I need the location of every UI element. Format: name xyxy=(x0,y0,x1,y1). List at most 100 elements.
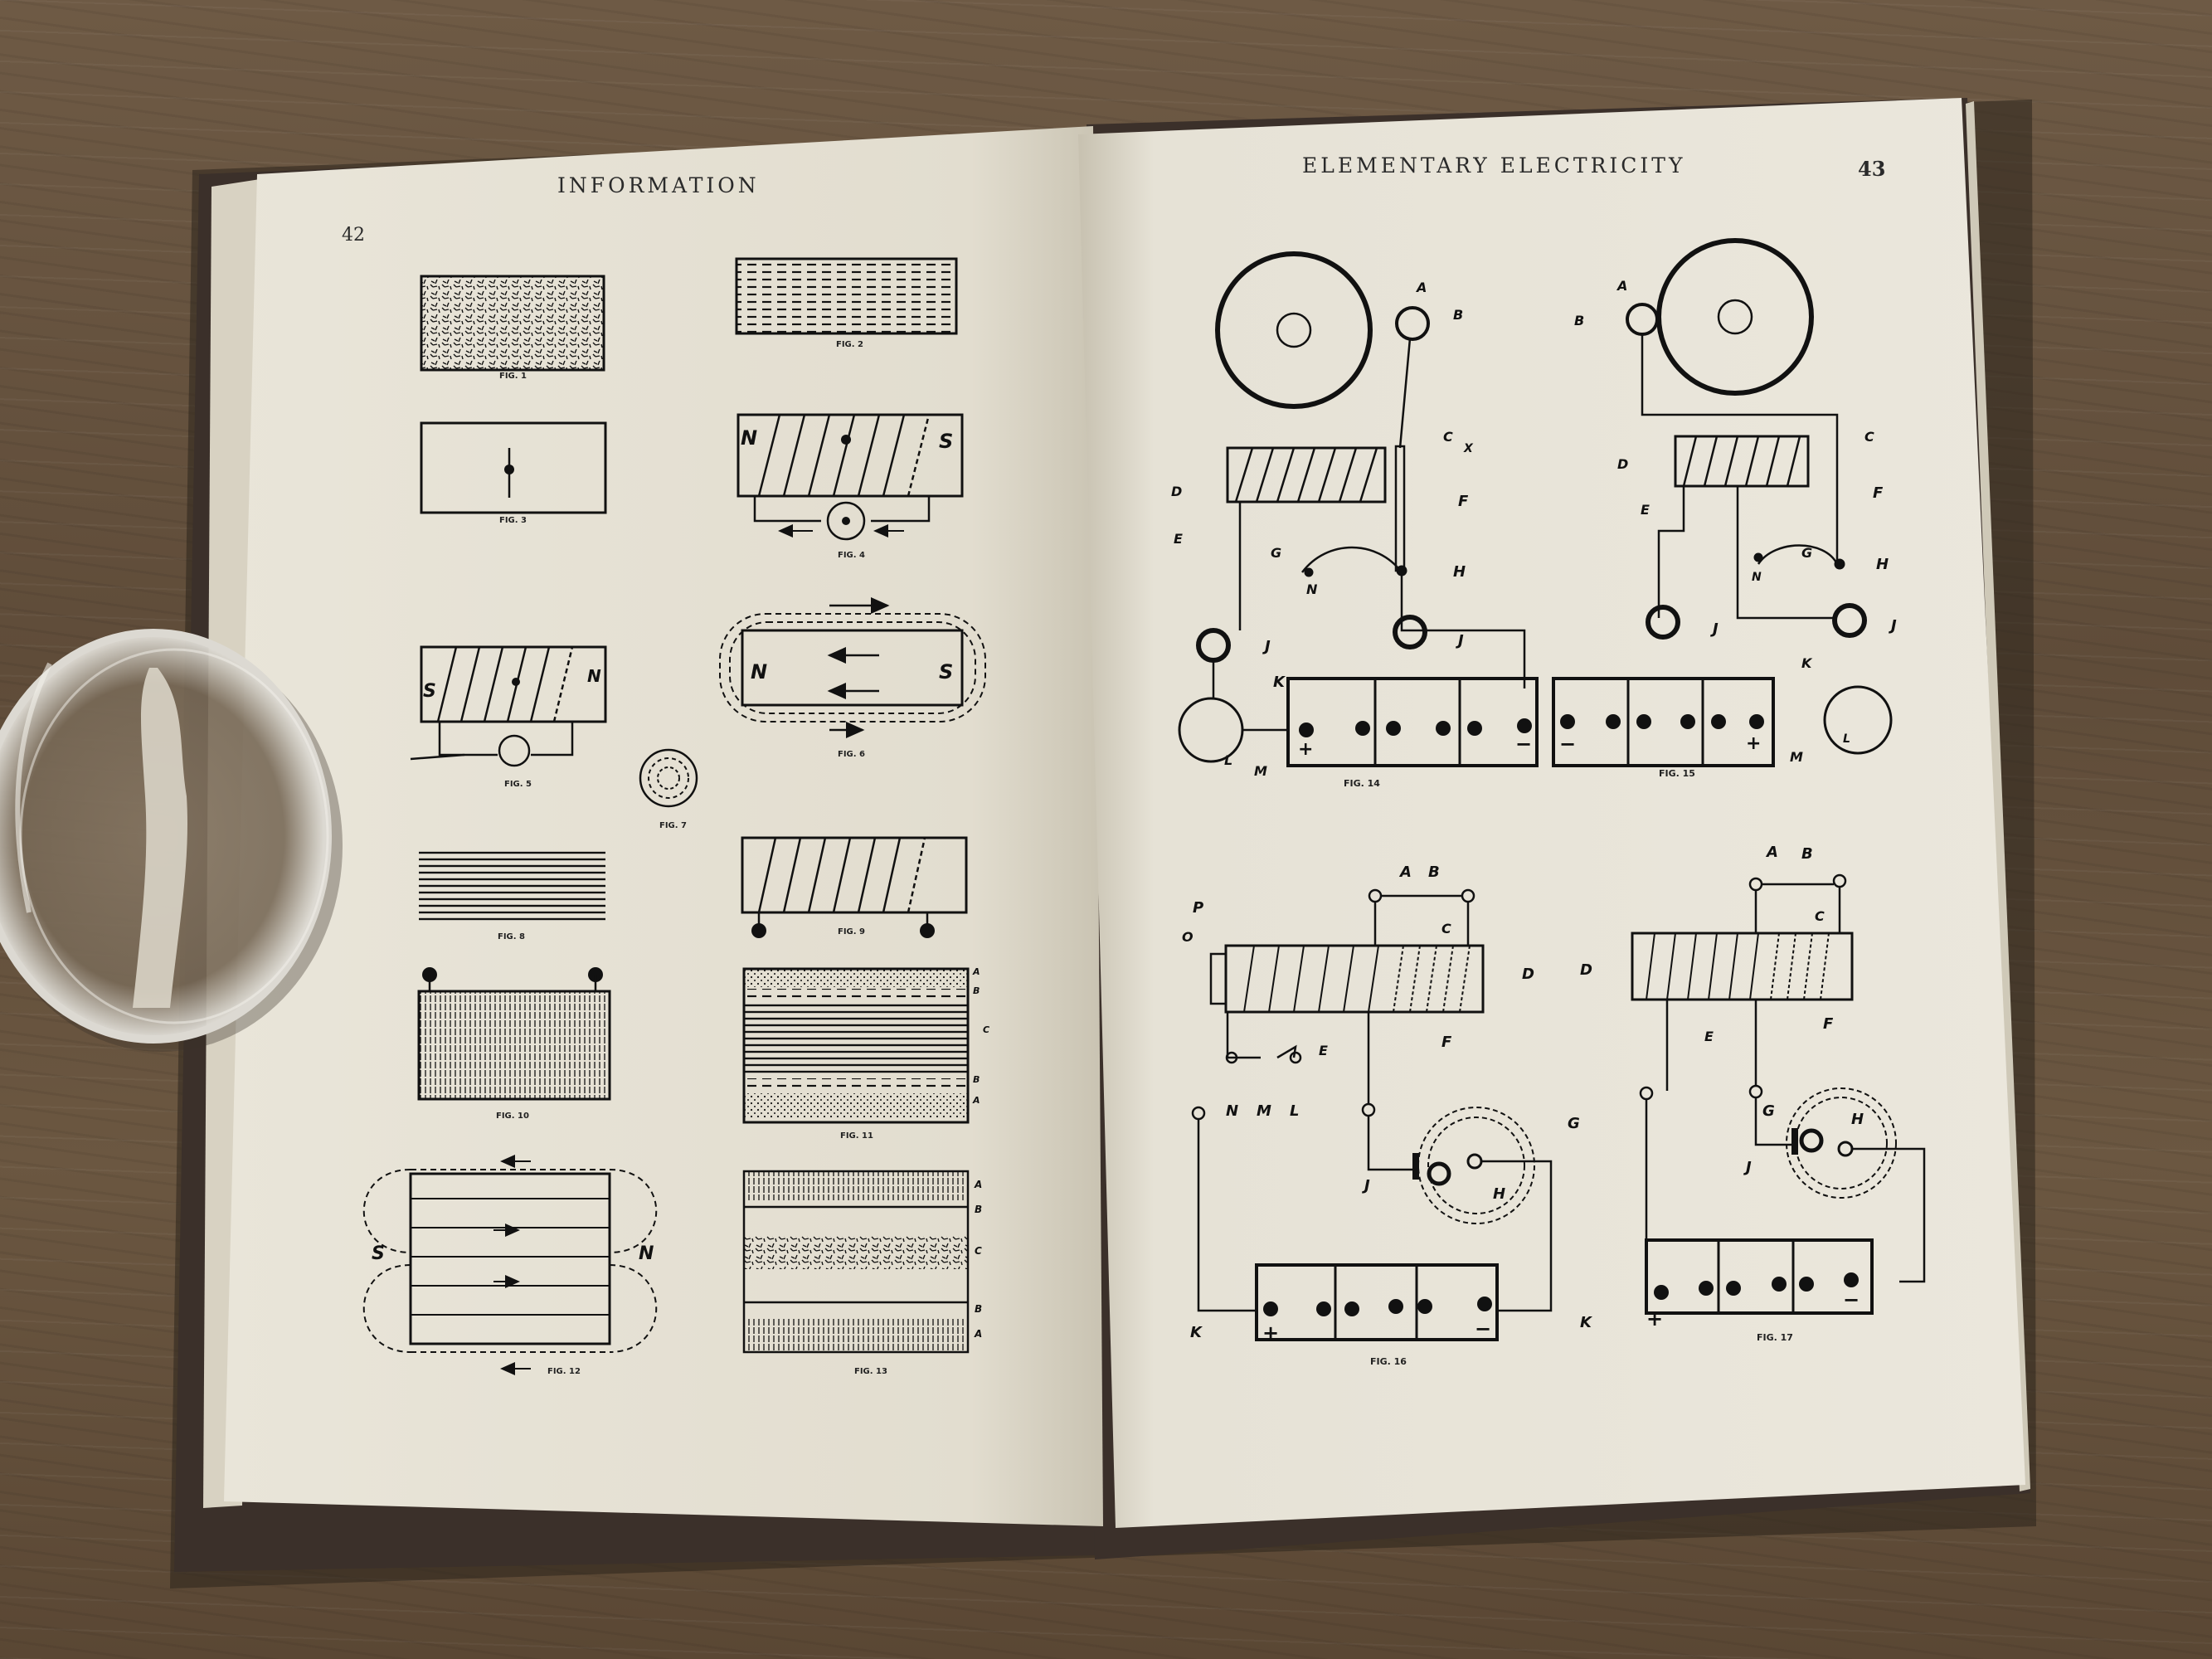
fig16-label-m: M xyxy=(1257,1102,1271,1120)
fig15-label-e: E xyxy=(1641,502,1650,518)
figure-3: FIG. 3 xyxy=(420,421,607,525)
fig16-label-b: B xyxy=(1428,864,1440,881)
fig15-label-c: C xyxy=(1864,429,1874,445)
figure-6-pole-n: N xyxy=(751,660,767,684)
figure-16-labels: A B C P O D E F N M L G J H K + − FIG. 1… xyxy=(1182,864,1580,1367)
fig14-label-c: C xyxy=(1443,429,1453,445)
fig15-label-g: G xyxy=(1801,545,1812,561)
figure-6: N S FIG. 6 xyxy=(719,597,986,759)
figure-14-labels: B A C X D F E G N H J J K L M + − FIG. 1… xyxy=(1171,280,1532,789)
fig17-label-g: G xyxy=(1762,1102,1775,1120)
fig14-minus: − xyxy=(1515,732,1532,756)
fig15-label-h: H xyxy=(1876,556,1889,573)
left-page-content: INFORMATION 42 FIG. 1 FIG. 2 FIG. 3 xyxy=(342,173,989,1376)
fig15-minus: − xyxy=(1559,732,1576,756)
figure-10-caption: FIG. 10 xyxy=(496,1112,529,1121)
figure-10: FIG. 10 xyxy=(417,967,611,1121)
fig16-label-h: H xyxy=(1493,1185,1505,1203)
figure-12-pole-s: S xyxy=(372,1243,385,1264)
fig17-label-f: F xyxy=(1823,1015,1834,1033)
figure-7: FIG. 7 xyxy=(639,748,698,830)
fig16-label-c: C xyxy=(1441,921,1451,937)
figure-13-label-b-top: B xyxy=(975,1204,982,1215)
figure-4-pole-n: N xyxy=(741,426,757,450)
fig14-label-x: X xyxy=(1463,442,1474,455)
figure-9-caption: FIG. 9 xyxy=(838,927,865,937)
fig14-label-g: G xyxy=(1271,545,1281,561)
fig17-label-c: C xyxy=(1815,908,1825,924)
fig16-label-a: A xyxy=(1398,864,1412,881)
fig16-plus: + xyxy=(1262,1321,1279,1345)
fig14-label-b: B xyxy=(1453,307,1463,323)
fig15-label-d: D xyxy=(1617,456,1628,472)
figure-5: S N FIG. 5 xyxy=(410,645,607,789)
right-page xyxy=(1078,98,2025,1528)
fig14-label-f: F xyxy=(1458,493,1469,510)
fig17-minus: − xyxy=(1843,1288,1860,1311)
fig15-label-m: M xyxy=(1790,749,1803,765)
figure-14 xyxy=(1178,251,1539,767)
fig16-label-n: N xyxy=(1226,1102,1238,1120)
figure-11: A B C B A FIG. 11 xyxy=(742,966,989,1141)
figure-15-labels: A B C D F E G N H J J K L M − + FIG. 15 xyxy=(1559,278,1897,779)
fig14-label-l: L xyxy=(1224,752,1232,768)
fig15-label-k: K xyxy=(1801,655,1813,671)
fig15-label-f: F xyxy=(1873,484,1884,502)
fig15-label-n: N xyxy=(1752,571,1762,584)
figure-15 xyxy=(1552,238,1893,767)
figure-8-caption: FIG. 8 xyxy=(498,932,525,941)
fig16-minus: − xyxy=(1475,1317,1491,1340)
fig16-label-d: D xyxy=(1522,966,1534,983)
figure-4-pole-s: S xyxy=(939,430,953,453)
fig14-label-d: D xyxy=(1171,484,1182,499)
figure-4-caption: FIG. 4 xyxy=(838,551,865,560)
fig17-label-h: H xyxy=(1851,1111,1864,1128)
fig15-plus: + xyxy=(1746,733,1761,754)
figure-6-pole-s: S xyxy=(939,660,953,684)
running-head-left: INFORMATION xyxy=(557,173,760,197)
figure-11-label-a-top: A xyxy=(972,966,980,977)
fig17-label-b: B xyxy=(1801,845,1813,863)
page-edges-right xyxy=(1966,101,2030,1491)
figure-13-label-c: C xyxy=(975,1245,982,1257)
figure-1: FIG. 1 xyxy=(420,275,605,381)
figure-5-pole-n: N xyxy=(587,666,601,686)
fig16-label-p: P xyxy=(1193,899,1203,917)
fig14-label-j-left: J xyxy=(1262,638,1271,655)
fig16-label-o: O xyxy=(1182,929,1194,945)
figure-1-caption: FIG. 1 xyxy=(499,372,527,381)
fig15-label-j-left: J xyxy=(1710,620,1719,638)
figure-13-caption: FIG. 13 xyxy=(854,1367,887,1376)
figure-14-caption: FIG. 14 xyxy=(1344,778,1380,789)
figure-11-label-a-bottom: A xyxy=(972,1095,980,1106)
fig14-label-h: H xyxy=(1453,563,1466,581)
figure-11-label-b-bottom: B xyxy=(973,1074,980,1085)
fig17-label-e: E xyxy=(1704,1029,1714,1044)
figure-11-caption: FIG. 11 xyxy=(840,1131,873,1141)
figure-9: FIG. 9 xyxy=(741,836,968,938)
page-number-right: 43 xyxy=(1858,157,1885,181)
fig14-label-j-right: J xyxy=(1456,632,1464,649)
page-number-left: 42 xyxy=(342,225,365,246)
figure-15-caption: FIG. 15 xyxy=(1659,768,1695,779)
fig14-label-a: A xyxy=(1415,280,1427,295)
fig15-label-b: B xyxy=(1574,313,1584,328)
figure-6-caption: FIG. 6 xyxy=(838,750,865,759)
figure-11-label-c: C xyxy=(983,1024,989,1035)
fig14-label-e: E xyxy=(1174,531,1183,547)
fig16-label-e: E xyxy=(1319,1043,1328,1058)
fig14-label-m: M xyxy=(1254,763,1267,779)
fig17-plus: + xyxy=(1646,1307,1663,1331)
figure-17-caption: FIG. 17 xyxy=(1757,1332,1793,1343)
figure-11-label-b-top: B xyxy=(973,985,980,996)
figure-12-caption: FIG. 12 xyxy=(547,1367,581,1376)
figure-4: N S FIG. 4 xyxy=(737,413,964,560)
right-page-content: ELEMENTARY ELECTRICITY 43 xyxy=(1171,153,1926,1367)
fig17-label-j: J xyxy=(1743,1159,1752,1176)
fig17-label-a: A xyxy=(1765,844,1778,861)
figure-5-pole-s: S xyxy=(423,681,436,702)
fig16-label-k: K xyxy=(1190,1324,1203,1341)
figure-16-caption: FIG. 16 xyxy=(1370,1356,1407,1367)
figure-13: A B C B A FIG. 13 xyxy=(742,1170,982,1376)
